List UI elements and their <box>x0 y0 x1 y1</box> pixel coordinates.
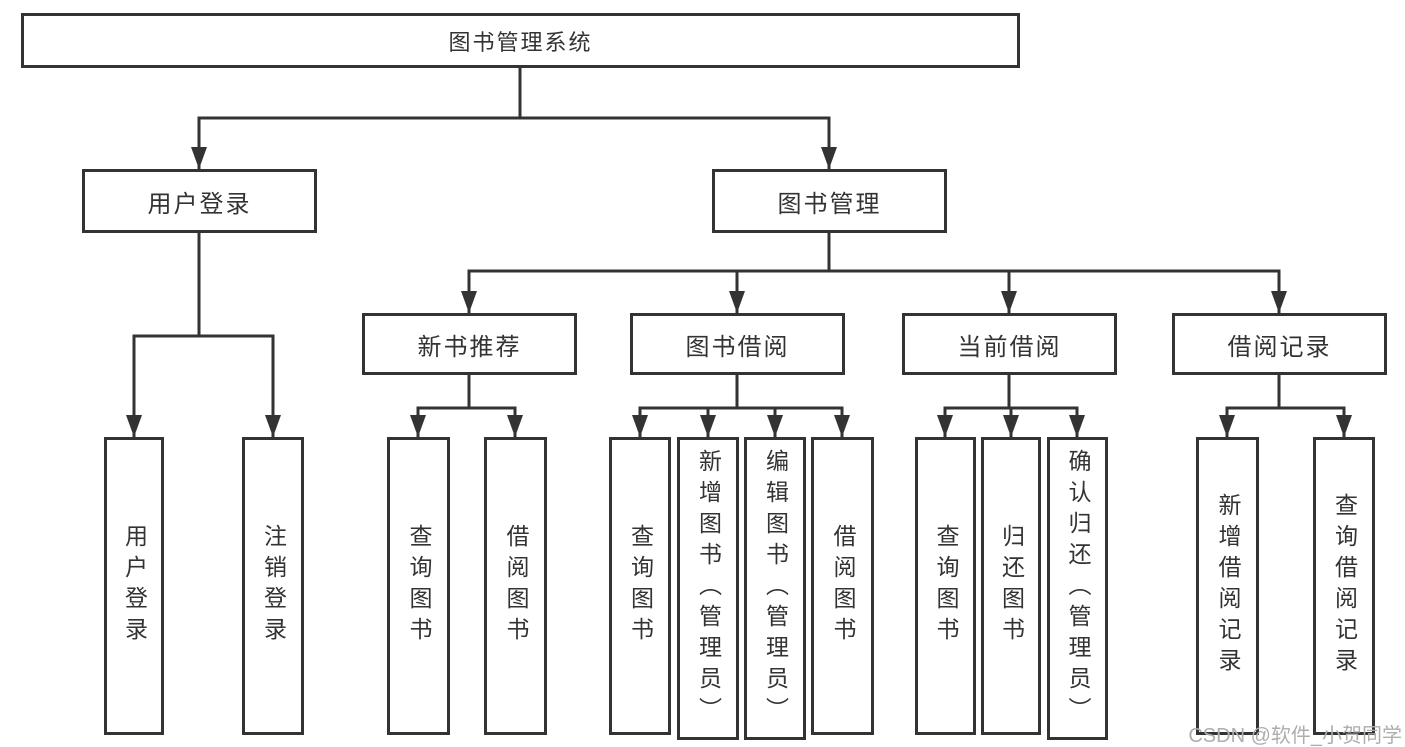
node-book-management: 图书管理 <box>712 169 947 233</box>
node-leaf-user-login: 用户登录 <box>104 437 164 735</box>
node-label-borrowing-records: 借阅记录 <box>1227 333 1332 361</box>
arrowhead-down-icon <box>1271 291 1287 313</box>
node-book-borrowing: 图书借阅 <box>630 313 845 375</box>
arrowhead-down-icon <box>410 415 426 437</box>
arrowhead-down-icon <box>700 415 716 437</box>
node-label-leaf-query-books-borrowing: 查询图书 <box>627 524 654 648</box>
arrowhead-down-icon <box>1336 415 1352 437</box>
node-leaf-add-books-admin: 新增图书（管理员） <box>677 437 739 740</box>
node-leaf-query-books-borrowing: 查询图书 <box>609 437 671 735</box>
arrowhead-down-icon <box>1001 291 1017 313</box>
node-leaf-query-borrow-record: 查询借阅记录 <box>1313 437 1375 735</box>
arrowhead-down-icon <box>507 415 523 437</box>
node-leaf-borrow-books-borrowing: 借阅图书 <box>811 437 874 735</box>
node-label-leaf-user-login: 用户登录 <box>121 524 148 648</box>
node-label-current-borrowing: 当前借阅 <box>957 333 1062 361</box>
node-leaf-return-books: 归还图书 <box>981 437 1041 735</box>
watermark-text: CSDN @软件_小贺同学 <box>1188 725 1402 747</box>
node-label-leaf-edit-books-admin: 编辑图书（管理员） <box>762 449 789 728</box>
node-label-book-management: 图书管理 <box>777 190 882 218</box>
node-leaf-edit-books-admin: 编辑图书（管理员） <box>744 437 806 740</box>
arrowhead-down-icon <box>834 415 850 437</box>
node-leaf-query-books-recommend: 查询图书 <box>387 437 450 735</box>
node-label-leaf-query-books-current: 查询图书 <box>933 524 959 648</box>
node-label-leaf-query-borrow-record: 查询借阅记录 <box>1331 493 1358 679</box>
arrowhead-down-icon <box>729 291 745 313</box>
node-label-leaf-confirm-return-admin: 确认归还（管理员） <box>1065 449 1091 728</box>
node-leaf-add-borrow-record: 新增借阅记录 <box>1196 437 1259 735</box>
arrowhead-down-icon <box>191 147 207 169</box>
arrowhead-down-icon <box>1219 415 1235 437</box>
arrowhead-down-icon <box>821 147 837 169</box>
node-leaf-logout: 注销登录 <box>242 437 304 735</box>
node-label-leaf-return-books: 归还图书 <box>998 524 1025 648</box>
node-label-system-root: 图书管理系统 <box>448 29 593 55</box>
node-label-leaf-logout: 注销登录 <box>260 524 287 648</box>
arrowhead-down-icon <box>767 415 783 437</box>
node-label-book-borrowing: 图书借阅 <box>685 333 790 361</box>
node-system-root: 图书管理系统 <box>21 13 1020 68</box>
node-leaf-query-books-current: 查询图书 <box>915 437 976 735</box>
node-borrowing-records: 借阅记录 <box>1172 313 1387 375</box>
node-leaf-confirm-return-admin: 确认归还（管理员） <box>1047 437 1108 740</box>
arrowhead-down-icon <box>937 415 953 437</box>
node-user-login: 用户登录 <box>82 169 317 233</box>
node-label-leaf-borrow-books-recommend: 借阅图书 <box>503 524 529 648</box>
arrowhead-down-icon <box>1069 415 1085 437</box>
arrowhead-down-icon <box>265 415 281 437</box>
node-label-new-book-recommendation: 新书推荐 <box>417 333 522 361</box>
arrowhead-down-icon <box>126 415 142 437</box>
node-label-leaf-add-books-admin: 新增图书（管理员） <box>695 449 722 728</box>
arrowhead-down-icon <box>632 415 648 437</box>
node-label-user-login: 用户登录 <box>147 190 252 218</box>
node-label-leaf-query-books-recommend: 查询图书 <box>406 524 432 648</box>
node-label-leaf-borrow-books-borrowing: 借阅图书 <box>830 524 856 648</box>
node-label-leaf-add-borrow-record: 新增借阅记录 <box>1215 493 1241 679</box>
node-current-borrowing: 当前借阅 <box>902 313 1117 375</box>
arrowhead-down-icon <box>461 291 477 313</box>
node-new-book-recommendation: 新书推荐 <box>362 313 577 375</box>
arrowhead-down-icon <box>1003 415 1019 437</box>
node-leaf-borrow-books-recommend: 借阅图书 <box>484 437 547 735</box>
